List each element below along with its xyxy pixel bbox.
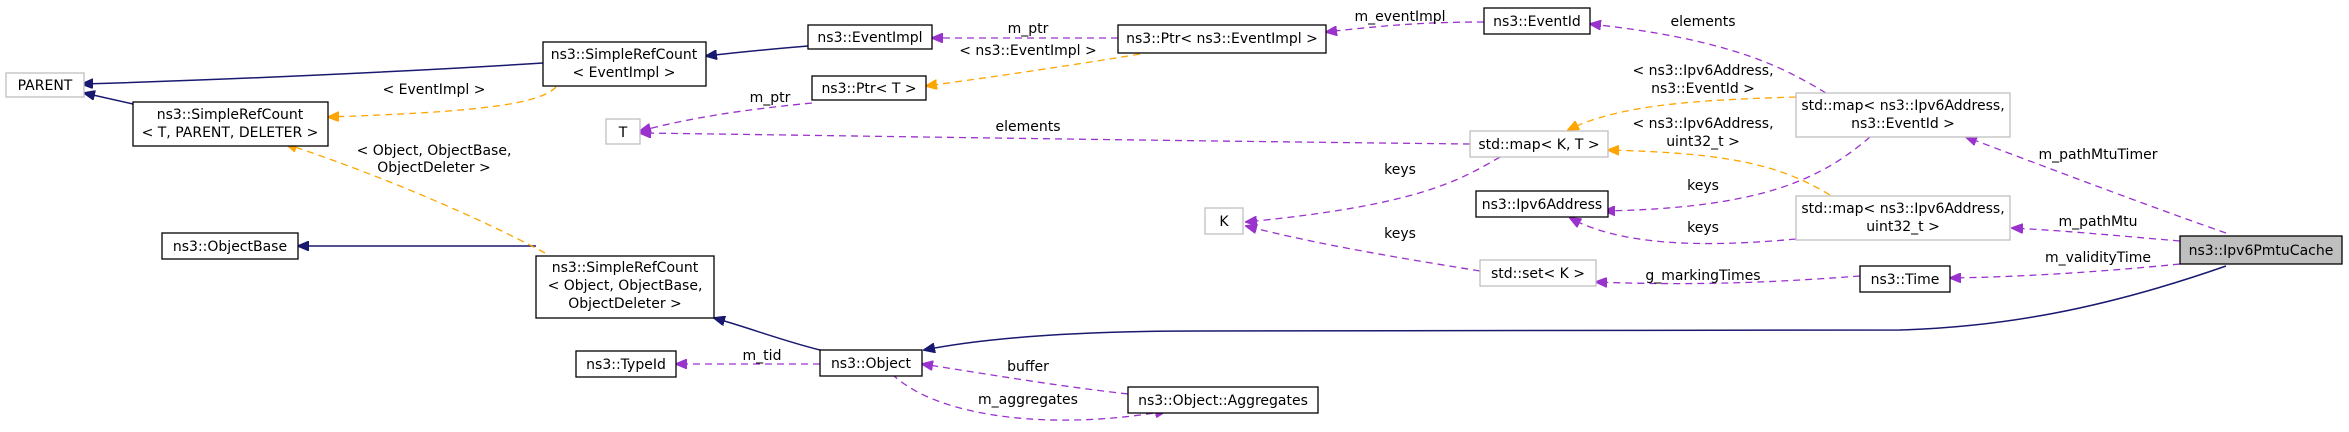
edge-aggregates-buffer — [922, 364, 1129, 395]
edge-object-m-aggregates — [891, 373, 1166, 421]
node-object-aggregates-label: ns3::Object::Aggregates — [1138, 393, 1308, 409]
node-object-base[interactable]: ns3::ObjectBase — [161, 232, 299, 260]
node-ptr-t[interactable]: ns3::Ptr< T > — [811, 75, 927, 101]
node-ptr-t-label: ns3::Ptr< T > — [821, 81, 916, 97]
label-object-tmpl-line1: < Object, ObjectBase, — [357, 143, 512, 159]
node-event-impl[interactable]: ns3::EventImpl — [807, 24, 933, 50]
edge-map-ipv6eventid-keys — [1604, 136, 1871, 211]
node-map-generic-label: std::map< K, T > — [1478, 137, 1599, 153]
node-ipv6-address-label: ns3::Ipv6Address — [1482, 197, 1602, 213]
label-m-path-mtu-timer: m_pathMtuTimer — [2039, 147, 2158, 163]
edge-srcevent-to-parent — [82, 62, 544, 84]
edge-pmtu-m-validitytime — [1950, 263, 2181, 278]
label-keys-3: keys — [1687, 220, 1719, 236]
node-time-label: ns3::Time — [1871, 272, 1940, 288]
edge-object-to-srcobject — [714, 318, 821, 351]
edge-srcgeneric-to-parent — [84, 93, 134, 105]
node-simple-ref-count-event-impl[interactable]: ns3::SimpleRefCount < EventImpl > — [542, 41, 707, 87]
edge-pmtu-m-pathmtu — [2012, 228, 2181, 242]
node-object-aggregates[interactable]: ns3::Object::Aggregates — [1127, 386, 1319, 414]
label-m-aggregates: m_aggregates — [978, 392, 1078, 408]
label-ipv6-eventid-tmpl-line2: ns3::EventId > — [1651, 81, 1755, 97]
label-keys-4: keys — [1384, 226, 1416, 242]
node-type-id[interactable]: ns3::TypeId — [575, 350, 677, 378]
node-ipv6-pmtu-cache-label: ns3::Ipv6PmtuCache — [2189, 243, 2334, 259]
node-k-param[interactable]: K — [1204, 207, 1244, 235]
node-map-ipv6-eventid-line1: std::map< ns3::Ipv6Address, — [1801, 98, 2004, 114]
node-time[interactable]: ns3::Time — [1859, 265, 1951, 293]
node-object[interactable]: ns3::Object — [819, 349, 923, 377]
label-m-ptr-2: m_ptr — [750, 90, 791, 106]
edge-ptr-t-m-ptr — [640, 102, 813, 131]
node-simple-ref-count-generic-line2: < T, PARENT, DELETER > — [142, 125, 319, 141]
node-map-ipv6-uint32-line2: uint32_t > — [1866, 219, 1940, 235]
label-ipv6-eventid-tmpl-line1: < ns3::Ipv6Address, — [1632, 63, 1773, 79]
node-simple-ref-count-object-line2: < Object, ObjectBase, — [548, 278, 703, 294]
edge-map-ipv6eventid-elements — [1590, 24, 1827, 94]
edge-map-generic-elements — [640, 133, 1471, 145]
node-parent-label: PARENT — [18, 78, 73, 94]
edge-time-g-markingtimes — [1596, 275, 1861, 284]
label-m-ptr-1: m_ptr — [1008, 21, 1049, 37]
node-t-param[interactable]: T — [605, 118, 641, 145]
label-object-tmpl-line2: ObjectDeleter > — [377, 160, 491, 176]
edge-template-ipv6uint32-map — [1608, 150, 1831, 196]
label-ipv6-uint32-tmpl-line1: < ns3::Ipv6Address, — [1632, 116, 1773, 132]
node-parent[interactable]: PARENT — [5, 72, 85, 98]
node-object-label: ns3::Object — [831, 356, 912, 372]
node-ptr-event-impl[interactable]: ns3::Ptr< ns3::EventImpl > — [1117, 24, 1327, 54]
edge-template-ipv6eventid-map — [1568, 96, 1797, 130]
node-simple-ref-count-generic-line1: ns3::SimpleRefCount — [157, 107, 304, 123]
edge-eventimpl-to-srcevent — [706, 45, 809, 56]
node-map-generic[interactable]: std::map< K, T > — [1469, 130, 1609, 158]
node-set-k[interactable]: std::set< K > — [1479, 259, 1597, 287]
node-simple-ref-count-generic[interactable]: ns3::SimpleRefCount < T, PARENT, DELETER… — [132, 101, 329, 147]
label-m-event-impl: m_eventImpl — [1354, 9, 1445, 25]
label-m-path-mtu: m_pathMtu — [2059, 214, 2138, 230]
node-ptr-event-impl-label: ns3::Ptr< ns3::EventImpl > — [1126, 31, 1318, 47]
label-g-marking-times: g_markingTimes — [1645, 268, 1760, 284]
node-map-ipv6-eventid-line2: ns3::EventId > — [1851, 116, 1955, 132]
label-keys-2: keys — [1687, 178, 1719, 194]
edge-pmtu-to-object — [924, 265, 2227, 350]
node-simple-ref-count-event-impl-line2: < EventImpl > — [572, 65, 675, 81]
edge-pmtu-m-pathmtutimer — [1966, 137, 2227, 234]
node-simple-ref-count-object-line1: ns3::SimpleRefCount — [552, 260, 699, 276]
label-elements-1: elements — [1670, 14, 1735, 30]
label-event-impl-tmpl: < ns3::EventImpl > — [959, 43, 1097, 59]
node-map-ipv6-uint32[interactable]: std::map< ns3::Ipv6Address, uint32_t > — [1795, 195, 2011, 241]
node-simple-ref-count-event-impl-line1: ns3::SimpleRefCount — [551, 47, 698, 63]
node-map-ipv6-uint32-line1: std::map< ns3::Ipv6Address, — [1801, 201, 2004, 217]
node-object-base-label: ns3::ObjectBase — [173, 239, 287, 255]
node-ipv6-address[interactable]: ns3::Ipv6Address — [1475, 190, 1609, 218]
node-ipv6-pmtu-cache[interactable]: ns3::Ipv6PmtuCache — [2179, 235, 2343, 265]
label-buffer: buffer — [1007, 359, 1049, 375]
node-map-ipv6-eventid[interactable]: std::map< ns3::Ipv6Address, ns3::EventId… — [1795, 92, 2011, 138]
label-ipv6-uint32-tmpl-line2: uint32_t > — [1666, 134, 1740, 150]
edge-set-k-keys — [1246, 226, 1481, 272]
node-event-impl-label: ns3::EventImpl — [817, 30, 922, 46]
edge-map-generic-keys — [1246, 156, 1501, 222]
label-m-validity-time: m_validityTime — [2045, 250, 2151, 266]
node-t-param-label: T — [618, 125, 628, 141]
label-elements-2: elements — [995, 119, 1060, 135]
label-event-impl-tmpl-2: < EventImpl > — [382, 82, 485, 98]
node-k-param-label: K — [1219, 214, 1229, 230]
label-keys-1: keys — [1384, 162, 1416, 178]
node-simple-ref-count-object-line3: ObjectDeleter > — [568, 296, 682, 312]
node-event-id-label: ns3::EventId — [1493, 14, 1581, 30]
node-event-id[interactable]: ns3::EventId — [1483, 7, 1591, 35]
edge-template-eventimpl-src — [328, 86, 557, 117]
edge-map-ipv6uint32-keys — [1570, 218, 1797, 245]
node-set-k-label: std::set< K > — [1491, 266, 1585, 282]
node-type-id-label: ns3::TypeId — [586, 357, 666, 373]
label-m-tid: m_tid — [743, 348, 782, 364]
node-simple-ref-count-object[interactable]: ns3::SimpleRefCount < Object, ObjectBase… — [535, 255, 715, 319]
edge-template-object-src — [286, 144, 546, 254]
